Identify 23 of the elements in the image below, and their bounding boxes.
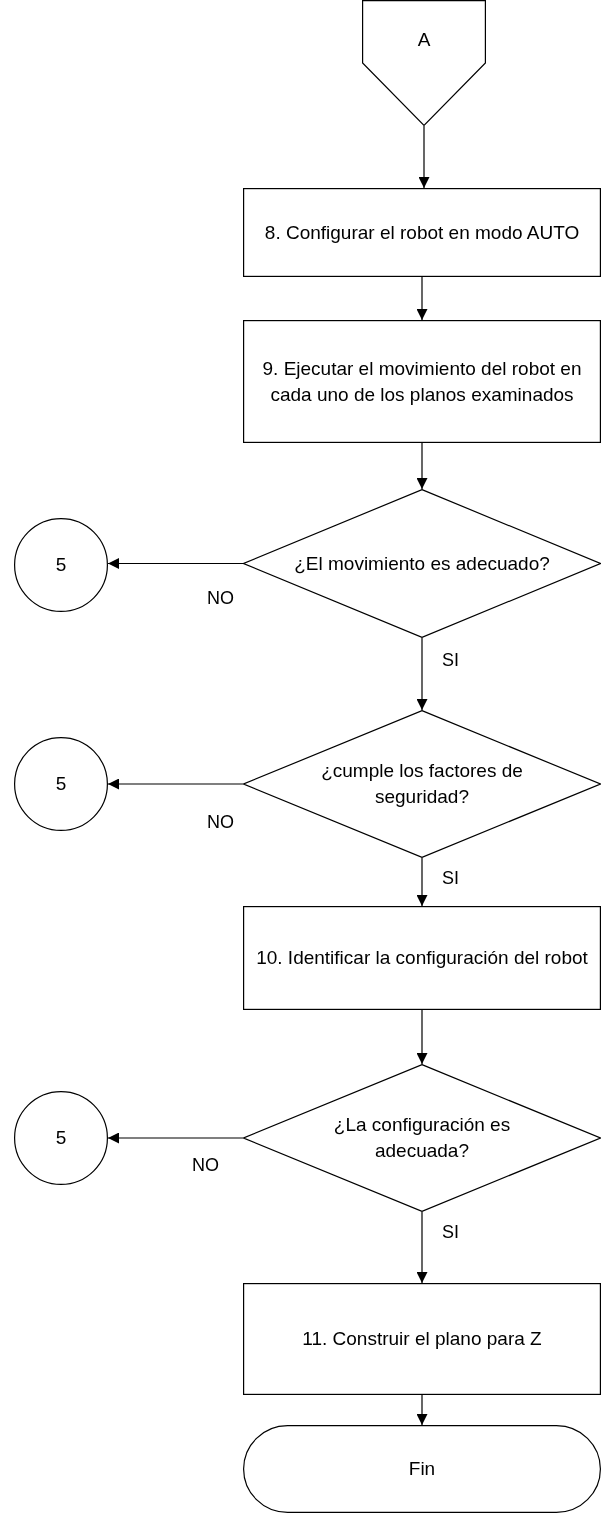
node-label: 9. Ejecutar el movimiento del robot en cada uno de los planos examinados [261,356,583,407]
arrow [416,1394,428,1426]
node-label: 5 [54,772,68,796]
arrow [107,558,244,569]
arrow [416,1211,428,1284]
node-label: ¿El movimiento es adecuado? [293,551,551,576]
node-label: ¿La configuración es adecuada? [332,1113,512,1163]
arrow [416,857,428,907]
arrow [416,276,428,321]
node-label: 8. Configurar el robot en modo AUTO [263,220,581,245]
arrow [416,637,428,711]
node-label: Fin [407,1457,437,1481]
arrow [107,778,244,790]
arrow [418,125,430,189]
node-label: A [416,28,432,52]
node-label: 5 [54,1126,68,1150]
arrow [416,442,428,490]
node-label: 11. Construir el plano para Z [301,1327,543,1351]
arrow [107,1132,244,1144]
node-label: 10. Identificar la configuración del robot [255,946,589,970]
node-label: ¿cumple los factores de seguridad? [320,759,524,809]
arrow [416,1009,428,1065]
node-label: 5 [54,553,68,577]
